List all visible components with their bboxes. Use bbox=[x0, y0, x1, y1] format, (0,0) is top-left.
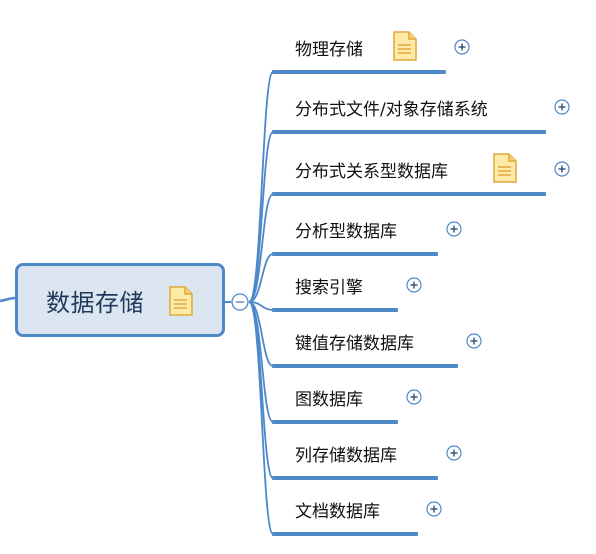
incoming-connector bbox=[0, 296, 16, 303]
branch-underline bbox=[272, 476, 438, 480]
expand-icon[interactable] bbox=[406, 389, 422, 405]
branch-connector bbox=[248, 193, 274, 303]
note-icon[interactable] bbox=[168, 286, 194, 320]
branch-label: 列存储数据库 bbox=[295, 446, 397, 466]
branch-label: 键值存储数据库 bbox=[295, 334, 414, 354]
branch-label: 图数据库 bbox=[295, 390, 363, 410]
branch-topic[interactable]: 键值存储数据库 bbox=[272, 329, 486, 369]
branch-label: 分布式文件/对象存储系统 bbox=[295, 100, 488, 120]
branch-underline bbox=[272, 420, 398, 424]
branch-underline bbox=[272, 308, 398, 312]
branch-label: 文档数据库 bbox=[295, 502, 380, 522]
expand-icon[interactable] bbox=[466, 333, 482, 349]
branch-underline bbox=[272, 252, 438, 256]
expand-icon[interactable] bbox=[454, 39, 470, 55]
central-topic-label: 数据存储 bbox=[46, 288, 144, 317]
branch-label: 物理存储 bbox=[295, 40, 363, 60]
branch-connector bbox=[248, 253, 274, 303]
expand-icon[interactable] bbox=[554, 161, 570, 177]
branch-topic[interactable]: 搜索引擎 bbox=[272, 273, 426, 313]
expand-icon[interactable] bbox=[446, 445, 462, 461]
branch-label: 分布式关系型数据库 bbox=[295, 162, 448, 182]
branch-topic[interactable]: 列存储数据库 bbox=[272, 441, 466, 481]
branch-connector bbox=[248, 301, 274, 535]
branch-connector bbox=[248, 71, 274, 303]
branch-topic[interactable]: 图数据库 bbox=[272, 385, 426, 425]
central-topic[interactable]: 数据存储 bbox=[15, 263, 225, 337]
expand-icon[interactable] bbox=[554, 99, 570, 115]
note-icon[interactable] bbox=[392, 31, 418, 65]
branch-topic[interactable]: 物理存储 bbox=[272, 31, 474, 75]
branch-label: 搜索引擎 bbox=[295, 278, 363, 298]
branch-label: 分析型数据库 bbox=[295, 222, 397, 242]
branch-topic[interactable]: 分析型数据库 bbox=[272, 217, 466, 257]
branch-underline bbox=[272, 130, 546, 134]
collapse-icon[interactable] bbox=[231, 293, 249, 311]
branch-underline bbox=[272, 70, 446, 74]
branch-topic[interactable]: 分布式文件/对象存储系统 bbox=[272, 95, 574, 135]
expand-icon[interactable] bbox=[406, 277, 422, 293]
branch-topic[interactable]: 文档数据库 bbox=[272, 497, 446, 537]
branch-connector bbox=[248, 131, 274, 303]
expand-icon[interactable] bbox=[446, 221, 462, 237]
branch-underline bbox=[272, 364, 458, 368]
branch-topic[interactable]: 分布式关系型数据库 bbox=[272, 153, 574, 197]
branch-underline bbox=[272, 532, 418, 536]
branch-underline bbox=[272, 192, 546, 196]
note-icon[interactable] bbox=[492, 153, 518, 187]
expand-icon[interactable] bbox=[426, 501, 442, 517]
